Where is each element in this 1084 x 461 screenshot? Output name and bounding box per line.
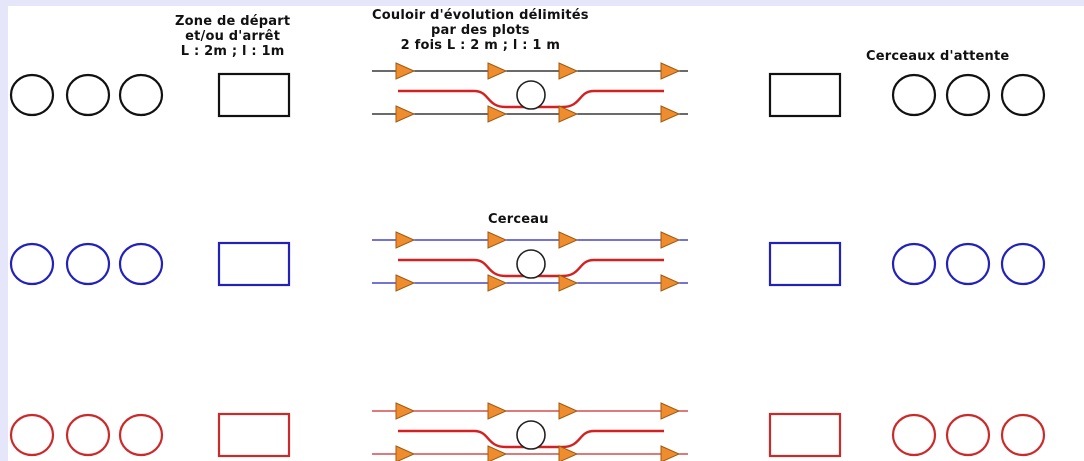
row-blue-top-cone-1 bbox=[395, 231, 416, 249]
row-black-top-cone-4 bbox=[660, 62, 681, 80]
row-red-right-hoop-3 bbox=[1000, 413, 1046, 457]
row-blue-bottom-cone-3 bbox=[558, 274, 579, 292]
row-blue-top-cone-4 bbox=[660, 231, 681, 249]
row-red-corridor-hoop bbox=[516, 420, 546, 450]
row-black-corridor-hoop bbox=[516, 80, 546, 110]
row-black-bottom-cone-3 bbox=[558, 105, 579, 123]
row-blue-right-hoop-2 bbox=[945, 242, 991, 286]
row-red-bottom-cone-1 bbox=[395, 445, 416, 461]
row-blue-left-start-zone bbox=[217, 241, 291, 287]
row-red-right-start-zone bbox=[768, 412, 842, 458]
row-black-bottom-cone-4 bbox=[660, 105, 681, 123]
row-red-top-cone-2 bbox=[487, 402, 508, 420]
row-black-right-hoop-1 bbox=[891, 73, 937, 117]
row-red-top-cone-4 bbox=[660, 402, 681, 420]
row-black-bottom-cone-2 bbox=[487, 105, 508, 123]
row-red-bottom-cone-2 bbox=[487, 445, 508, 461]
row-red-bottom-cone-3 bbox=[558, 445, 579, 461]
row-blue-right-start-zone bbox=[768, 241, 842, 287]
row-black-top-cone-1 bbox=[395, 62, 416, 80]
row-black-left-hoop-3 bbox=[118, 73, 164, 117]
row-blue-left-hoop-1 bbox=[9, 242, 55, 286]
row-blue-left-hoop-2 bbox=[65, 242, 111, 286]
row-blue-corridor-hoop bbox=[516, 249, 546, 279]
row-black-left-hoop-2 bbox=[65, 73, 111, 117]
row-red-bottom-cone-4 bbox=[660, 445, 681, 461]
diagram-canvas bbox=[8, 6, 1084, 461]
start-zone-label-line-3: L : 2m ; l : 1m bbox=[180, 44, 285, 59]
row-blue-top-cone-2 bbox=[487, 231, 508, 249]
row-black-right-hoop-2 bbox=[945, 73, 991, 117]
row-black-top-cone-3 bbox=[558, 62, 579, 80]
hoop-label: Cerceau bbox=[488, 212, 549, 227]
row-red-right-hoop-2 bbox=[945, 413, 991, 457]
corridor-label-line-3: 2 fois L : 2 m ; l : 1 m bbox=[400, 38, 561, 53]
row-red-top-cone-3 bbox=[558, 402, 579, 420]
row-blue-right-hoop-3 bbox=[1000, 242, 1046, 286]
row-red-top-cone-1 bbox=[395, 402, 416, 420]
row-red-left-hoop-1 bbox=[9, 413, 55, 457]
row-black-right-start-zone bbox=[768, 72, 842, 118]
row-red-left-start-zone bbox=[217, 412, 291, 458]
row-red-right-hoop-1 bbox=[891, 413, 937, 457]
row-blue-bottom-cone-1 bbox=[395, 274, 416, 292]
row-black-bottom-cone-1 bbox=[395, 105, 416, 123]
row-blue-right-hoop-1 bbox=[891, 242, 937, 286]
corridor-label: Couloir d'évolution délimités par des pl… bbox=[372, 8, 589, 53]
start-zone-label-line-1: Zone de départ bbox=[175, 14, 291, 29]
row-black-left-hoop-1 bbox=[9, 73, 55, 117]
row-blue-bottom-cone-2 bbox=[487, 274, 508, 292]
row-black-right-hoop-3 bbox=[1000, 73, 1046, 117]
row-red-left-hoop-2 bbox=[65, 413, 111, 457]
start-zone-label-line-2: et/ou d'arrêt bbox=[185, 29, 281, 44]
row-blue-left-hoop-3 bbox=[118, 242, 164, 286]
row-black-top-cone-2 bbox=[487, 62, 508, 80]
start-zone-label: Zone de départ et/ou d'arrêt L : 2m ; l … bbox=[175, 14, 290, 59]
corridor-label-line-1: Couloir d'évolution délimités bbox=[372, 8, 589, 23]
corridor-label-line-2: par des plots bbox=[431, 23, 530, 38]
row-black-left-start-zone bbox=[217, 72, 291, 118]
waiting-hoops-label: Cerceaux d'attente bbox=[866, 49, 1010, 64]
row-blue-top-cone-3 bbox=[558, 231, 579, 249]
row-blue-bottom-cone-4 bbox=[660, 274, 681, 292]
row-red-left-hoop-3 bbox=[118, 413, 164, 457]
